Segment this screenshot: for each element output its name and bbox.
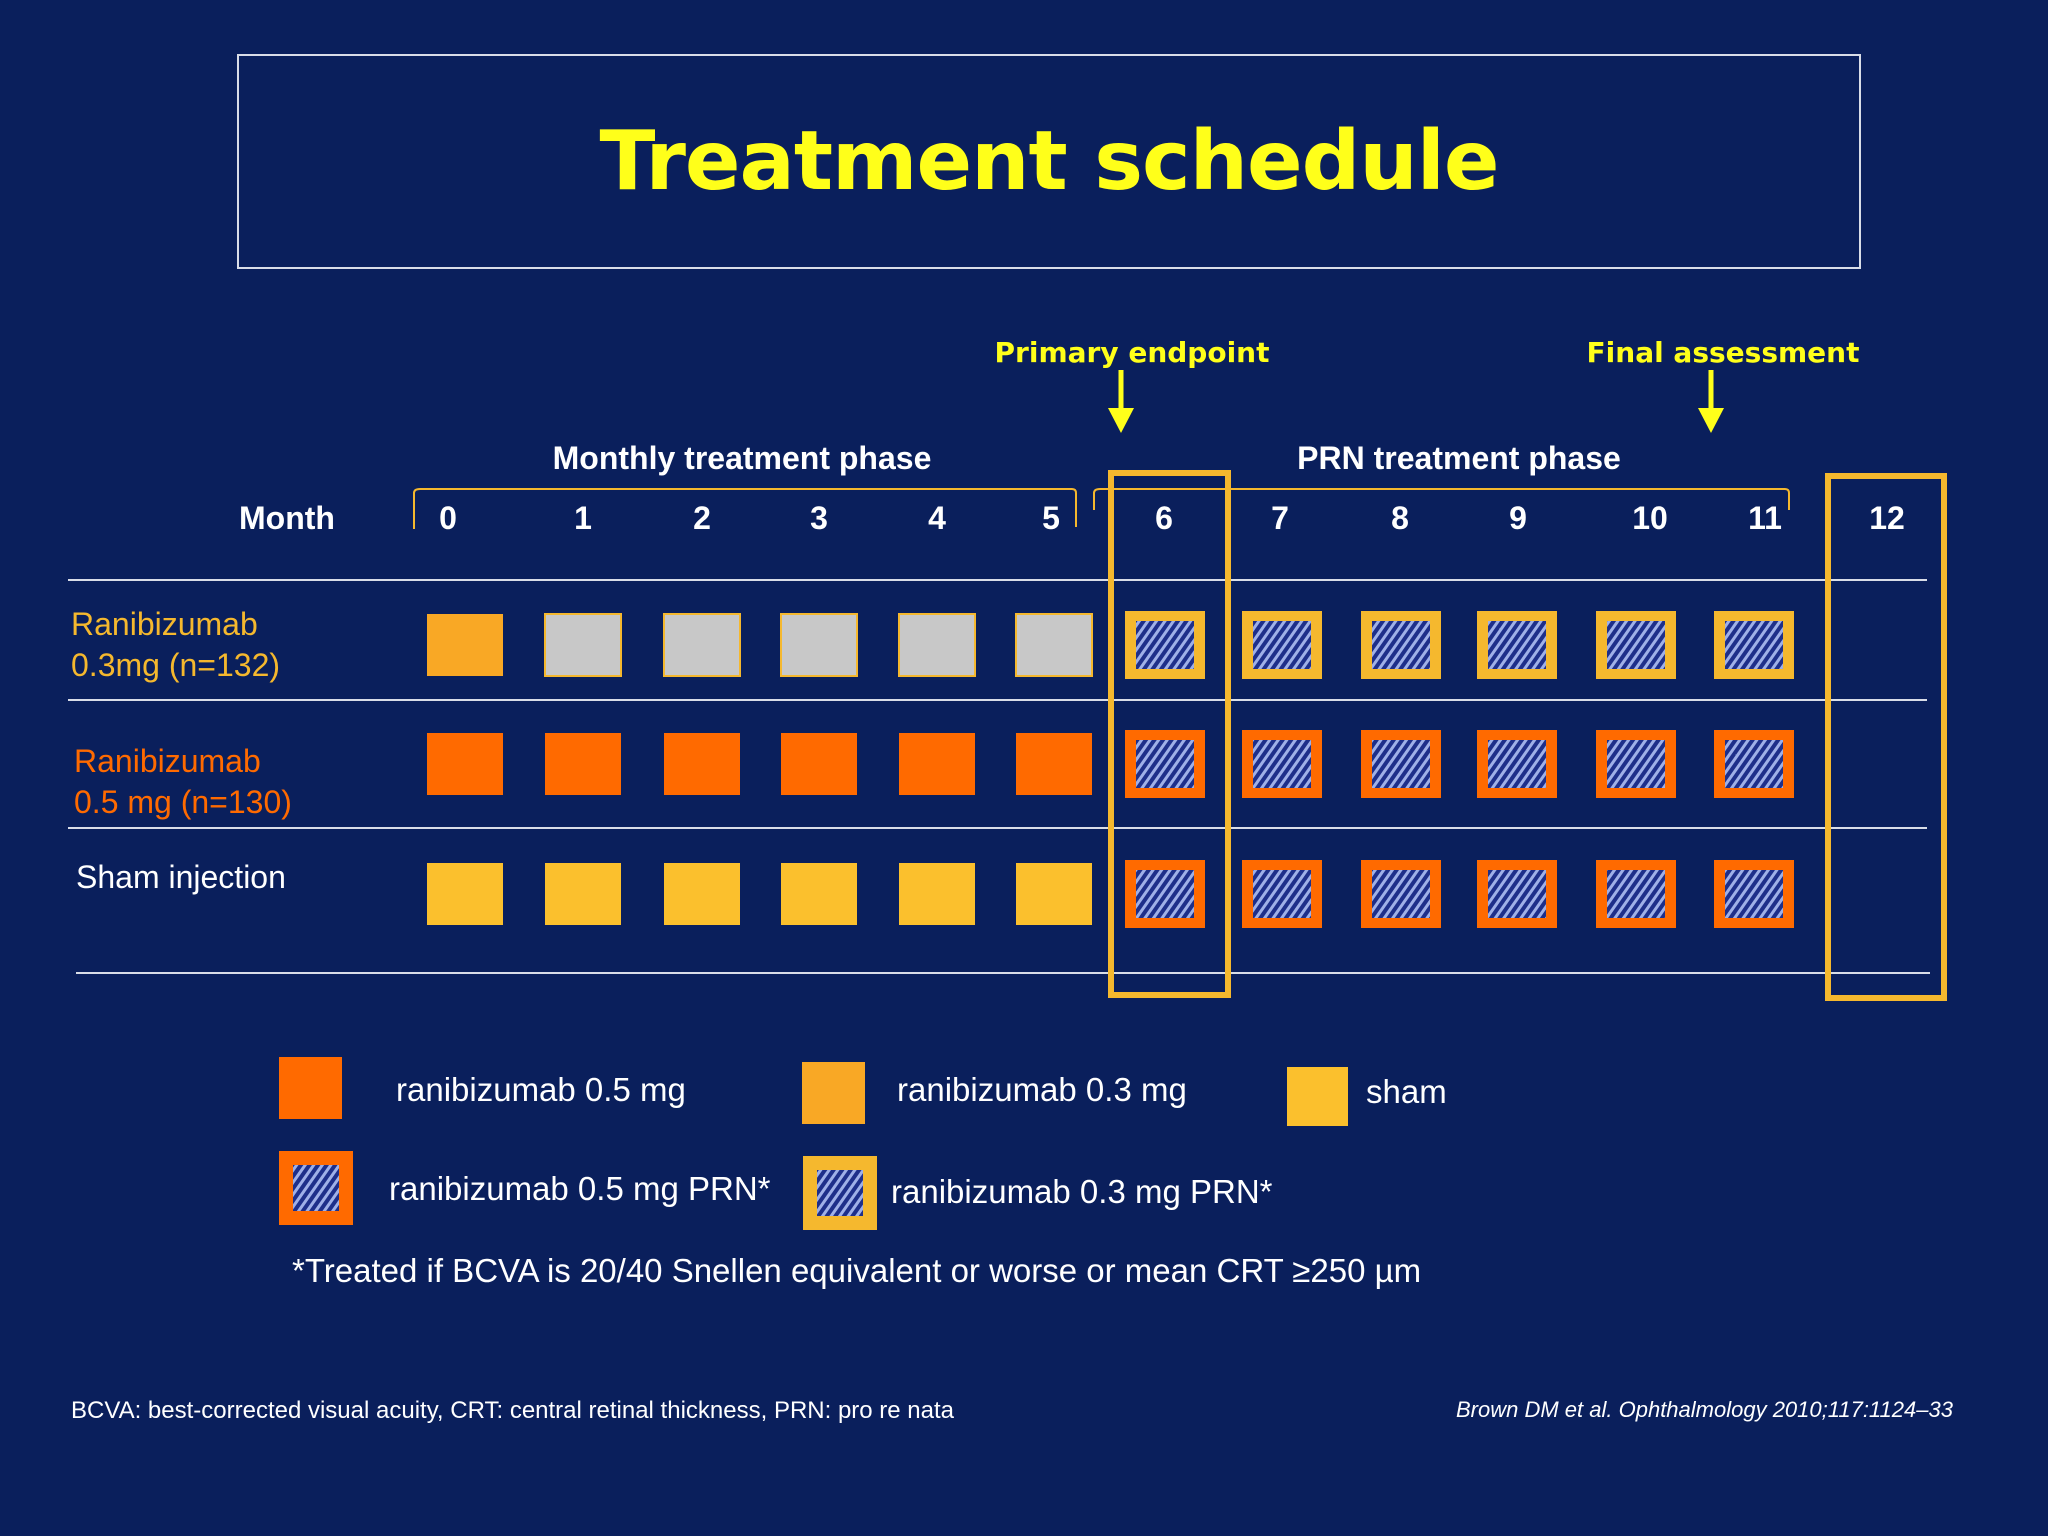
legend-swatch-r03-prn <box>803 1156 877 1230</box>
month-number-0: 0 <box>439 500 457 536</box>
prn-phase-label: PRN treatment phase <box>1297 440 1621 476</box>
title-box: Treatment schedule <box>237 54 1861 269</box>
abbreviations: BCVA: best-corrected visual acuity, CRT:… <box>71 1397 955 1424</box>
schedule-cell-prn-0.5-pattern <box>1488 740 1546 788</box>
legend-label-r03: ranibizumab 0.3 mg <box>897 1071 1187 1108</box>
schedule-cell-ranibizumab-0.5 <box>899 733 975 795</box>
schedule-cell-prn-0.3-pattern <box>1725 621 1783 669</box>
schedule-cell-prn-0.5-pattern <box>1253 870 1311 918</box>
schedule-cell-prn-0.3-pattern <box>1372 621 1430 669</box>
schedule-cell-ranibizumab-0.3 <box>427 614 503 676</box>
primary-endpoint-label: Primary endpoint <box>994 336 1270 369</box>
schedule-cell-sham <box>664 863 740 925</box>
final-assessment-label: Final assessment <box>1586 336 1860 369</box>
schedule-cell-ranibizumab-0.5 <box>781 733 857 795</box>
row-label-r03-line1: Ranibizumab <box>71 606 258 642</box>
schedule-cell-ranibizumab-0.5 <box>545 733 621 795</box>
schedule-cell-sham <box>427 863 503 925</box>
month-number-8: 8 <box>1391 500 1409 536</box>
schedule-cell-prn-0.5-pattern <box>1725 870 1783 918</box>
citation: Brown DM et al. Ophthalmology 2010;117:1… <box>1456 1397 1953 1422</box>
month-number-1: 1 <box>574 500 592 536</box>
row-label-r03-line2: 0.3mg (n=132) <box>71 647 281 683</box>
schedule-cell-prn-0.5-pattern <box>1136 870 1194 918</box>
schedule-cell-prn-0.5-pattern <box>1725 740 1783 788</box>
schedule-cell-prn-0.3-pattern <box>1253 621 1311 669</box>
monthly-phase-bracket <box>413 488 1077 529</box>
schedule-cell-ranibizumab-0.5 <box>664 733 740 795</box>
schedule-cell-prn-0.5-pattern <box>1607 740 1665 788</box>
legend-label-r03-prn: ranibizumab 0.3 mg PRN* <box>891 1173 1273 1210</box>
schedule-cell-sham <box>899 863 975 925</box>
schedule-cell-prn-0.3-pattern <box>1488 621 1546 669</box>
schedule-cell-prn-0.5-pattern <box>1372 740 1430 788</box>
final-assessment-arrow-head <box>1698 408 1724 433</box>
schedule-cell-sham-gray <box>1015 613 1093 677</box>
row-label-r03: Ranibizumab 0.3mg (n=132) <box>71 604 280 686</box>
month-number-2: 2 <box>693 500 711 536</box>
month-6-highlight-frame <box>1108 470 1231 998</box>
month-number-6: 6 <box>1155 500 1173 536</box>
schedule-cell-prn-0.3-pattern <box>1136 621 1194 669</box>
schedule-cell-ranibizumab-0.5 <box>1016 733 1092 795</box>
schedule-cell-prn-0.5-pattern <box>1607 870 1665 918</box>
row-label-r05-line1: Ranibizumab <box>74 743 261 779</box>
month-number-7: 7 <box>1271 500 1289 536</box>
prn-phase-bracket <box>1093 488 1790 510</box>
schedule-cell-sham-gray <box>544 613 622 677</box>
schedule-cell-prn-0.5-pattern <box>1488 870 1546 918</box>
month-number-3: 3 <box>810 500 828 536</box>
legend-swatch-r05-prn <box>279 1151 353 1225</box>
schedule-cell-ranibizumab-0.5 <box>427 733 503 795</box>
schedule-cell-prn-0.5-pattern <box>1253 740 1311 788</box>
schedule-cell-prn-0.5-pattern <box>1136 740 1194 788</box>
legend-label-r05-prn: ranibizumab 0.5 mg PRN* <box>389 1170 771 1207</box>
legend-label-sham: sham <box>1366 1073 1447 1110</box>
schedule-cell-sham <box>545 863 621 925</box>
month-number-12: 12 <box>1869 500 1905 536</box>
row-label-sham: Sham injection <box>76 857 286 898</box>
schedule-cell-sham-gray <box>780 613 858 677</box>
month-12-highlight-frame <box>1825 473 1947 1001</box>
legend-swatch-sham <box>1287 1067 1348 1126</box>
schedule-cell-sham <box>1016 863 1092 925</box>
month-number-11: 11 <box>1748 500 1782 536</box>
month-header: Month <box>239 500 335 536</box>
schedule-cell-sham <box>781 863 857 925</box>
schedule-cell-sham-gray <box>663 613 741 677</box>
legend-swatch-r03 <box>802 1062 865 1124</box>
legend-swatch-r05 <box>279 1057 342 1119</box>
row-label-sham-line1: Sham injection <box>76 859 286 895</box>
schedule-cell-prn-0.5-pattern <box>1372 870 1430 918</box>
row-label-r05: Ranibizumab 0.5 mg (n=130) <box>74 741 292 823</box>
month-number-9: 9 <box>1509 500 1527 536</box>
schedule-cell-sham-gray <box>898 613 976 677</box>
month-number-4: 4 <box>928 500 946 536</box>
row-label-r05-line2: 0.5 mg (n=130) <box>74 784 292 820</box>
month-number-5: 5 <box>1042 500 1060 536</box>
monthly-phase-label: Monthly treatment phase <box>552 440 932 476</box>
schedule-cell-prn-0.3-pattern <box>1607 621 1665 669</box>
legend-label-r05: ranibizumab 0.5 mg <box>396 1071 686 1108</box>
footnote: *Treated if BCVA is 20/40 Snellen equiva… <box>292 1252 1422 1289</box>
primary-endpoint-arrow-head <box>1108 408 1134 433</box>
month-number-10: 10 <box>1632 500 1668 536</box>
page-title: Treatment schedule <box>599 114 1500 209</box>
